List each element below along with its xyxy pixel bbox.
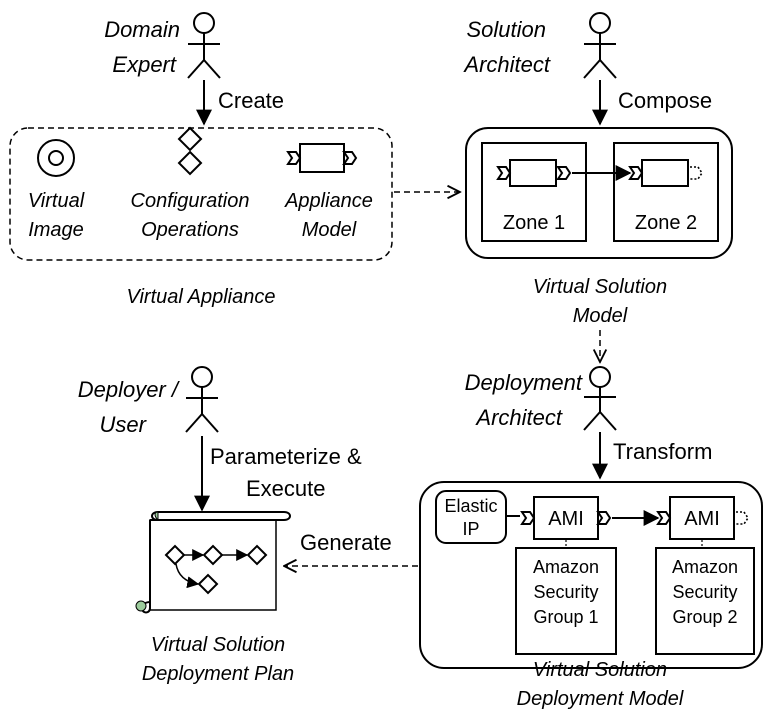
create-label: Create (218, 88, 284, 113)
ami2-label: AMI (684, 508, 720, 530)
elastic-ip-label-line2: IP (462, 519, 479, 539)
appliance-model-label-line2: Model (302, 219, 357, 241)
deployment-architect-actor: Deployment Architect (465, 366, 617, 431)
compose-label: Compose (618, 88, 712, 113)
solution-architect-label-line2: Architect (462, 52, 550, 77)
virtual-image-label-line1: Virtual (28, 190, 85, 212)
zone2-label: Zone 2 (635, 212, 697, 234)
security-group1-box (515, 547, 617, 655)
zone2-box (613, 142, 719, 242)
ami1-label: AMI (548, 508, 584, 530)
deployment-plan-scroll: Virtual Solution Deployment Plan (135, 511, 294, 685)
elastic-ip-label-line1: Elastic (444, 496, 497, 516)
generate-label: Generate (300, 530, 392, 555)
parameterize-label-line1: Parameterize & (210, 444, 362, 469)
virtual-solution-model-boundary (465, 127, 733, 259)
deployment-architect-label-line2: Architect (474, 405, 562, 430)
security-group1-label-line2: Security (533, 582, 598, 602)
plan-steps-icon (164, 544, 268, 595)
virtual-solution-model-label-line1: Virtual Solution (533, 276, 667, 298)
domain-expert-label-line1: Domain (104, 17, 180, 42)
stick-figure-icon (187, 12, 221, 79)
zone1-label: Zone 1 (503, 212, 565, 234)
virtual-appliance-group: Virtual Image Configuration Operations A… (9, 126, 393, 308)
stick-figure-icon (185, 366, 219, 433)
ami2-icon (656, 496, 749, 540)
security-group2-label-line1: Amazon (672, 557, 738, 577)
deployment-model-label-line2: Deployment Model (517, 688, 684, 710)
deployment-model-label-line1: Virtual Solution (533, 659, 667, 681)
deployment-plan-label-line1: Virtual Solution (151, 634, 285, 656)
virtual-image-icon (37, 139, 75, 177)
security-group2-label-line2: Security (672, 582, 737, 602)
stick-figure-icon (583, 12, 617, 79)
ami1-icon (520, 496, 612, 540)
deployer-label-line2: User (100, 412, 148, 437)
domain-expert-actor: Domain Expert (104, 12, 221, 79)
zone1-appliance-icon (496, 159, 572, 187)
security-group2-label-line3: Group 2 (672, 607, 737, 627)
security-group1-label-line1: Amazon (533, 557, 599, 577)
configuration-operations-label-line2: Operations (141, 219, 239, 241)
security-group2-box (655, 547, 755, 655)
deployer-label-line1: Deployer / (78, 377, 180, 402)
deployment-model-boundary (419, 481, 763, 669)
virtual-solution-model-label-line2: Model (573, 305, 628, 327)
stick-figure-icon (583, 366, 617, 431)
virtual-appliance-boundary (9, 127, 393, 261)
transform-label: Transform (613, 439, 712, 464)
configuration-diamonds-icon (177, 126, 203, 176)
appliance-model-icon (286, 143, 358, 173)
configuration-operations-label-line1: Configuration (131, 190, 250, 212)
deployer-user-actor: Deployer / User (78, 366, 219, 437)
domain-expert-label-line2: Expert (112, 52, 176, 77)
virtual-appliance-label: Virtual Appliance (127, 286, 276, 308)
parameterize-label-line2: Execute (246, 476, 326, 501)
deployment-plan-label-line2: Deployment Plan (142, 663, 294, 685)
appliance-model-label-line1: Appliance (284, 190, 373, 212)
deployment-architect-label-line1: Deployment (465, 370, 583, 395)
virtual-image-label-line2: Image (28, 219, 84, 241)
solution-architect-actor: Solution Architect (462, 12, 617, 79)
deployment-model-group: Elastic IP AMI AMI Amazon Security Group… (419, 481, 763, 710)
solution-architect-label-line1: Solution (466, 17, 546, 42)
zone1-box (481, 142, 587, 242)
security-group1-label-line3: Group 1 (533, 607, 598, 627)
zone2-appliance-icon (628, 159, 703, 187)
virtual-solution-model-group: Zone 1 Zone 2 Virtual Solution Model (465, 127, 733, 327)
